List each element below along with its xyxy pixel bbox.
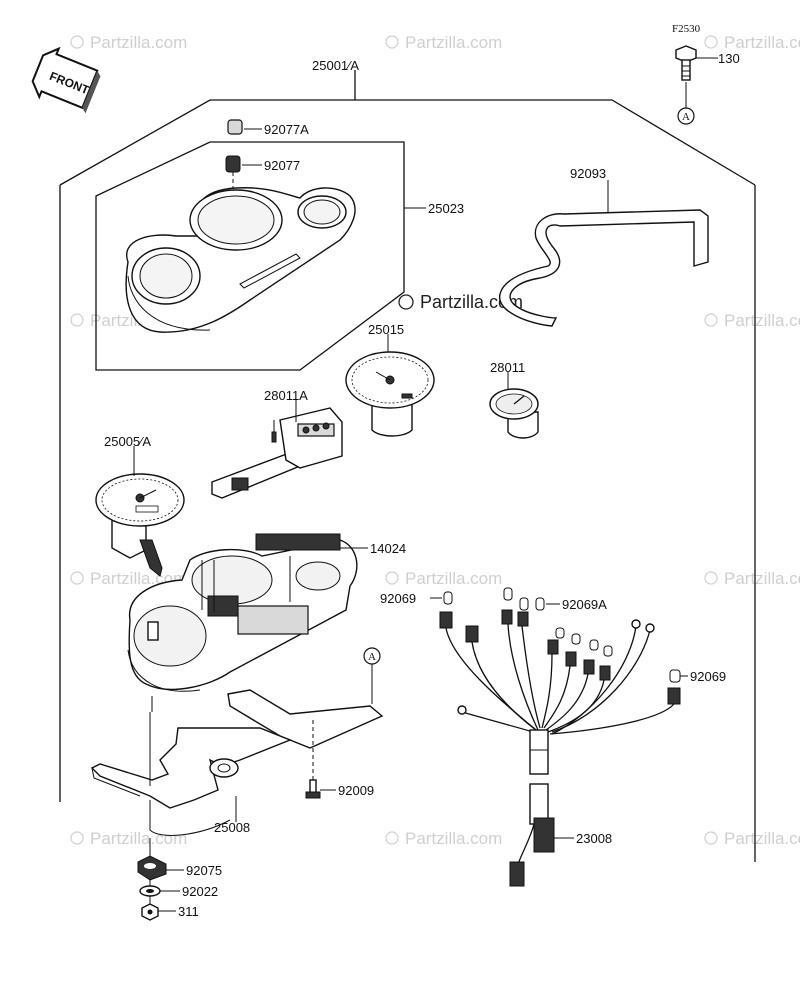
indicator-28011a [211,400,343,499]
watermark: Partzilla.com [70,33,187,52]
label-92077: 92077 [264,158,300,173]
meter-cover-25023 [125,187,426,333]
label-92093: 92093 [570,166,606,181]
label-92075: 92075 [186,863,222,878]
gauge-28011 [489,372,539,439]
svg-text:Partzilla.com: Partzilla.com [405,569,502,588]
nut-311 [141,903,176,921]
svg-text:Partzilla.com: Partzilla.com [724,569,800,588]
svg-text:Partzilla.com: Partzilla.com [90,829,187,848]
label-25023: 25023 [428,201,464,216]
assembly-outline [59,99,756,186]
bolt-130 [675,45,718,108]
watermark: Partzilla.com [385,33,502,52]
label-92022: 92022 [182,884,218,899]
screw-92009 [305,720,336,799]
circle-marker-a: A [363,647,381,704]
speedometer-25005a [95,446,185,577]
cover-box [95,141,405,371]
watermark: Partzilla.com [704,569,800,588]
watermark-center: Partzilla.com [398,292,523,312]
watermark-layer: Partzilla.com Partzilla.com Partzilla.co… [70,33,800,848]
wire-harness-23008 [439,587,681,887]
damper-92075 [137,855,184,881]
circle-marker-a: A [677,107,695,125]
svg-text:Partzilla.com: Partzilla.com [724,311,800,330]
svg-text:Partzilla.com: Partzilla.com [90,33,187,52]
label-28011: 28011 [490,360,525,375]
svg-text:A: A [682,111,690,123]
watermark: Partzilla.com [385,829,502,848]
svg-text:A: A [368,651,376,663]
watermark: Partzilla.com [704,829,800,848]
diagram-ref: F2530 [672,23,701,35]
label-92069-left: 92069 [380,591,416,606]
svg-text:Partzilla.com: Partzilla.com [420,292,523,312]
label-25008: 25008 [214,820,250,835]
front-arrow-icon: FRONT [31,46,101,114]
label-92069a: 92069A [562,597,607,612]
meter-case-14024 [127,533,368,712]
label-92009: 92009 [338,783,374,798]
label-92069-right: 92069 [690,669,726,684]
cap-92077a [227,119,262,135]
label-28011a: 28011A [264,388,308,403]
band-92093 [499,180,709,327]
watermark: Partzilla.com [70,829,187,848]
label-25005a: 25005∕A [104,434,151,449]
svg-text:Partzilla.com: Partzilla.com [724,829,800,848]
label-311: 311 [178,904,199,919]
tachometer-25015 [345,334,435,437]
label-25015: 25015 [368,322,404,337]
label-25001a: 25001∕A [312,58,359,73]
bracket-25008 [90,689,384,836]
watermark: Partzilla.com [704,311,800,330]
label-130: 130 [718,51,740,66]
svg-text:Partzilla.com: Partzilla.com [405,829,502,848]
label-23008: 23008 [576,831,612,846]
watermark: Partzilla.com [385,569,502,588]
svg-text:Partzilla.com: Partzilla.com [405,33,502,52]
label-92077a: 92077A [264,122,309,137]
watermark: Partzilla.com [704,33,800,52]
washer-92022 [139,885,180,897]
label-14024: 14024 [370,541,406,556]
svg-text:Partzilla.com: Partzilla.com [724,33,800,52]
